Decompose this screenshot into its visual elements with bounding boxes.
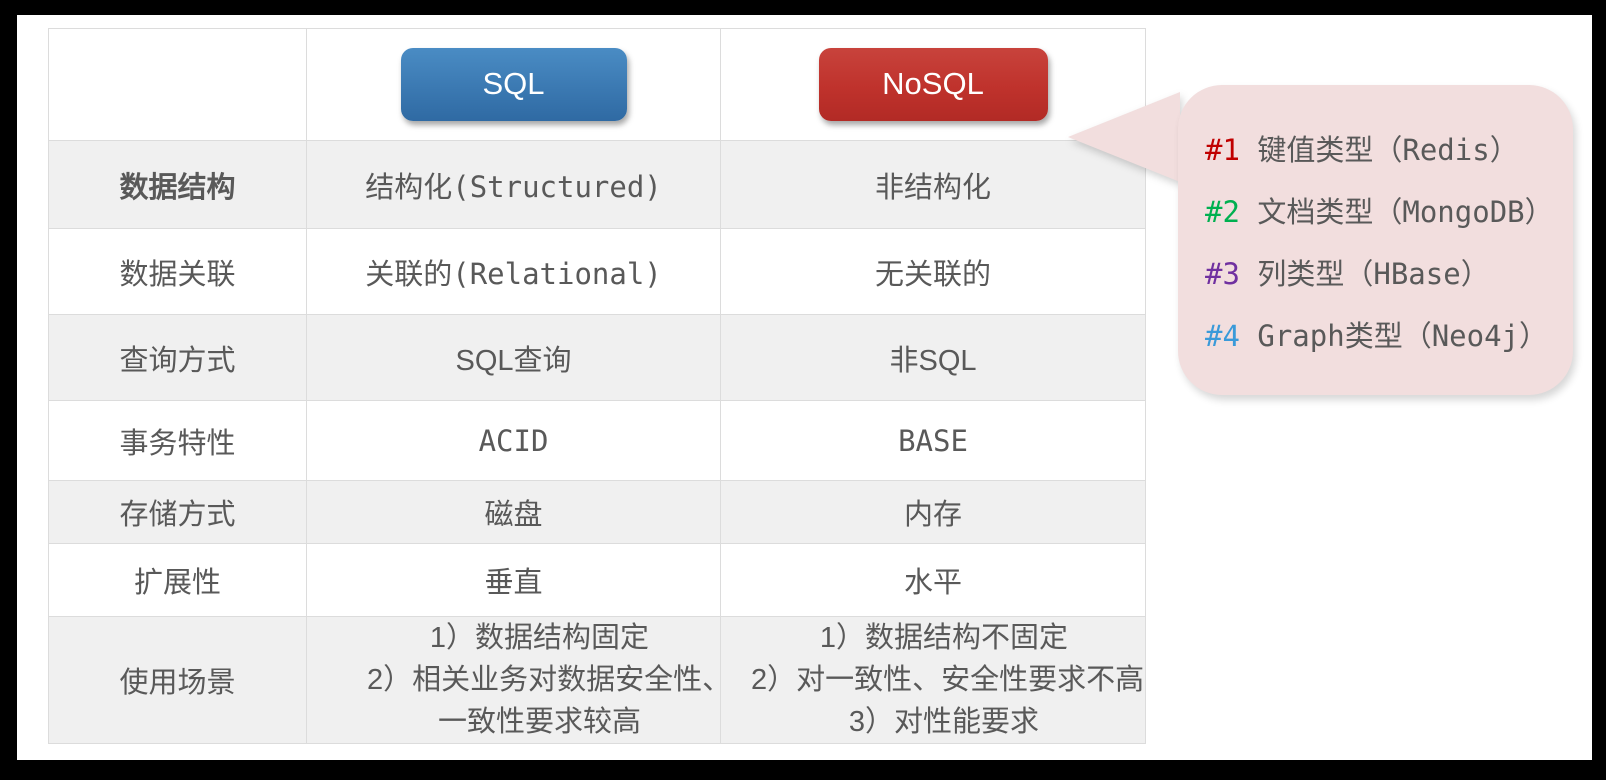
row-label-data-structure: 数据结构 bbox=[48, 140, 307, 229]
table-row-scenario: 使用场景 1）数据结构固定 2）相关业务对数据安全性、 一致性要求较高 1）数据… bbox=[48, 615, 1146, 745]
cell-sql-data-structure: 结构化(Structured) bbox=[306, 140, 721, 229]
row-label-storage: 存储方式 bbox=[48, 480, 307, 544]
cell-nosql-query-method: 非SQL bbox=[720, 314, 1146, 401]
row-label-data-relation: 数据关联 bbox=[48, 228, 307, 315]
callout-item-tag: #4 bbox=[1205, 319, 1240, 353]
sql-vs-nosql-comparison-table: SQL NoSQL 数据结构 结构化(Structured) 非结构化 数据关联… bbox=[48, 28, 1146, 745]
table-row: 存储方式 磁盘 内存 bbox=[48, 480, 1146, 544]
table-row: 数据结构 结构化(Structured) 非结构化 bbox=[48, 140, 1146, 229]
header-nosql-cell: NoSQL bbox=[720, 28, 1146, 141]
sql-use-case-line: 一致性要求较高 bbox=[437, 706, 641, 739]
cell-nosql-storage: 内存 bbox=[720, 480, 1146, 544]
row-label-use-case: 使用场景 bbox=[48, 615, 307, 745]
callout-item-label: 键值类型（Redis） bbox=[1257, 133, 1519, 167]
nosql-use-case-line: 2）对一致性、安全性要求不高 bbox=[751, 664, 1145, 697]
sql-use-case-line: 2）相关业务对数据安全性、 bbox=[367, 664, 732, 697]
header-empty-cell bbox=[48, 28, 307, 141]
callout-item-tag: #2 bbox=[1205, 195, 1240, 229]
cell-sql-query-method: SQL查询 bbox=[306, 314, 721, 401]
cell-nosql-scalability: 水平 bbox=[720, 543, 1146, 617]
sql-use-case-line: 1）数据结构固定 bbox=[429, 622, 650, 654]
table-row: 扩展性 垂直 水平 bbox=[48, 543, 1146, 617]
sql-button[interactable]: SQL bbox=[400, 48, 627, 121]
row-label-query-method: 查询方式 bbox=[48, 314, 307, 401]
cell-sql-data-relation: 关联的(Relational) bbox=[306, 228, 721, 315]
callout-tail-icon bbox=[1068, 92, 1180, 182]
nosql-use-case-line: 1）数据结构不固定 bbox=[819, 622, 1069, 654]
cell-sql-use-case: 1）数据结构固定 2）相关业务对数据安全性、 一致性要求较高 bbox=[306, 615, 732, 745]
callout-item-tag: #1 bbox=[1205, 133, 1240, 167]
nosql-button[interactable]: NoSQL bbox=[818, 48, 1048, 121]
header-sql-cell: SQL bbox=[306, 28, 721, 141]
cell-nosql-use-case: 1）数据结构不固定 2）对一致性、安全性要求不高 3）对性能要求 bbox=[720, 615, 1146, 745]
callout-item: #2 文档类型（MongoDB） bbox=[1178, 181, 1573, 243]
table-row: 数据关联 关联的(Relational) 无关联的 bbox=[48, 228, 1146, 315]
cell-nosql-transaction: BASE bbox=[720, 400, 1146, 481]
callout-item-label: 列类型（HBase） bbox=[1257, 257, 1490, 291]
table-row: 查询方式 SQL查询 非SQL bbox=[48, 314, 1146, 401]
nosql-types-callout: #1 键值类型（Redis） #2 文档类型（MongoDB） #3 列类型（H… bbox=[1178, 85, 1573, 395]
callout-item-label: 文档类型（MongoDB） bbox=[1257, 195, 1554, 229]
row-label-transaction: 事务特性 bbox=[48, 400, 307, 481]
cell-sql-storage: 磁盘 bbox=[306, 480, 721, 544]
callout-item-label: Graph类型（Neo4j） bbox=[1257, 319, 1548, 353]
table-header-row: SQL NoSQL bbox=[48, 28, 1146, 141]
callout-item: #1 键值类型（Redis） bbox=[1178, 119, 1573, 181]
callout-item: #4 Graph类型（Neo4j） bbox=[1178, 305, 1573, 367]
cell-sql-transaction: ACID bbox=[306, 400, 721, 481]
nosql-use-case-line: 3）对性能要求 bbox=[848, 706, 1040, 739]
callout-item: #3 列类型（HBase） bbox=[1178, 243, 1573, 305]
row-label-scalability: 扩展性 bbox=[48, 543, 307, 617]
table-row: 事务特性 ACID BASE bbox=[48, 400, 1146, 481]
cell-nosql-data-relation: 无关联的 bbox=[720, 228, 1146, 315]
slide-canvas: SQL NoSQL 数据结构 结构化(Structured) 非结构化 数据关联… bbox=[17, 15, 1592, 760]
cell-sql-scalability: 垂直 bbox=[306, 543, 721, 617]
callout-item-tag: #3 bbox=[1205, 257, 1240, 291]
